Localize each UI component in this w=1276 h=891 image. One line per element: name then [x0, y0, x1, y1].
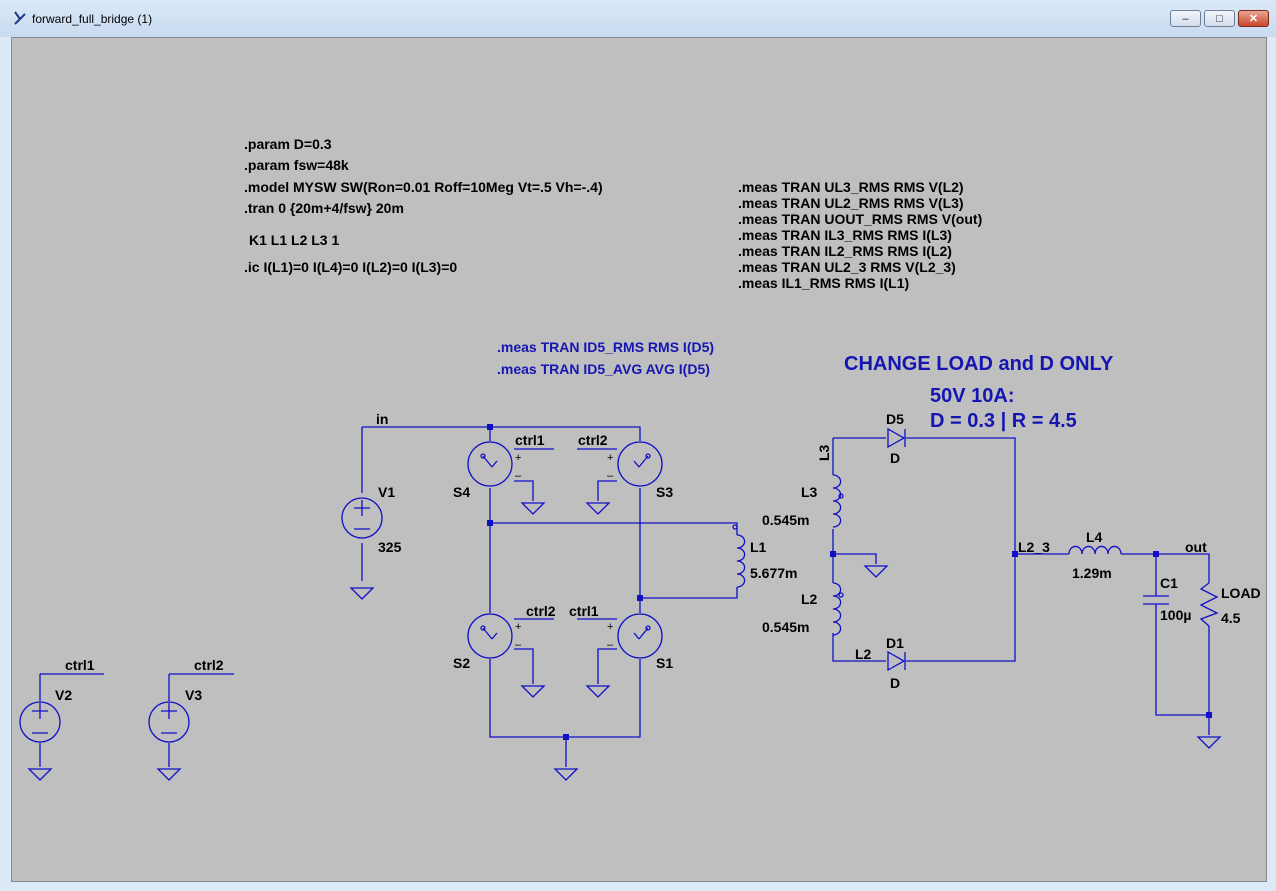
net-label-in: in: [376, 411, 388, 427]
plus-marker: +: [607, 621, 613, 633]
schematic-drawing[interactable]: .param D=0.3 .param fsw=48k .model MYSW …: [12, 38, 1266, 881]
close-icon: ✕: [1248, 13, 1259, 25]
minimize-icon: –: [1182, 12, 1189, 25]
tran-directive[interactable]: .tran 0 {20m+4/fsw} 20m: [244, 200, 404, 216]
plus-marker: +: [607, 452, 613, 464]
inductor-l3-icon[interactable]: [832, 474, 844, 528]
meas-blue-directive[interactable]: .meas TRAN ID5_RMS RMS I(D5): [497, 339, 714, 355]
v1-label: V1: [378, 484, 395, 500]
l1-value: 5.677m: [750, 565, 797, 581]
v1-value: 325: [378, 539, 402, 555]
switch-s3-icon[interactable]: [617, 441, 663, 487]
change-note[interactable]: CHANGE LOAD and D ONLY: [844, 353, 1114, 375]
s3-label: S3: [656, 484, 673, 500]
l3-value: 0.545m: [762, 512, 809, 528]
net-label-l2: L2: [855, 646, 872, 662]
meas-directive[interactable]: .meas TRAN UOUT_RMS RMS V(out): [738, 211, 982, 227]
d1-label: D1: [886, 635, 904, 651]
minus-marker: –: [515, 470, 522, 482]
net-label-ctrl1: ctrl1: [515, 432, 545, 448]
s1-label: S1: [656, 655, 673, 671]
v3-source-icon[interactable]: [148, 701, 190, 743]
meas-blue-directive[interactable]: .meas TRAN ID5_AVG AVG I(D5): [497, 361, 710, 377]
v3-label: V3: [185, 687, 202, 703]
load-value: 4.5: [1221, 610, 1241, 626]
meas-directive[interactable]: .meas TRAN IL2_RMS RMS I(L2): [738, 243, 952, 259]
meas-directive[interactable]: .meas IL1_RMS RMS I(L1): [738, 275, 909, 291]
v1-source-icon[interactable]: [341, 497, 383, 539]
net-label-l3: L3: [816, 444, 832, 461]
title-bar[interactable]: forward_full_bridge (1) – □ ✕: [0, 0, 1276, 37]
meas-directive[interactable]: .meas TRAN UL3_RMS RMS V(L2): [738, 179, 964, 195]
minus-marker: –: [515, 639, 522, 651]
switch-s2-icon[interactable]: [467, 613, 513, 659]
v2-source-icon[interactable]: [19, 701, 61, 743]
c1-label: C1: [1160, 575, 1178, 591]
s2-label: S2: [453, 655, 470, 671]
c1-value: 100µ: [1160, 607, 1191, 623]
plus-marker: +: [515, 621, 521, 633]
ltspice-app-icon: [14, 11, 26, 25]
diode-d1-icon[interactable]: [887, 650, 906, 672]
d5-label: D5: [886, 411, 904, 427]
coupling-directive[interactable]: K1 L1 L2 L3 1: [249, 232, 339, 248]
maximize-button[interactable]: □: [1204, 10, 1235, 27]
values-note[interactable]: D = 0.3 | R = 4.5: [930, 410, 1077, 432]
net-label-ctrl1: ctrl1: [65, 657, 95, 673]
resistor-load-icon[interactable]: [1199, 582, 1219, 627]
maximize-icon: □: [1216, 12, 1223, 25]
wires: [39, 426, 1210, 767]
close-button[interactable]: ✕: [1238, 10, 1269, 27]
minus-marker: –: [607, 470, 614, 482]
inductor-l1-icon[interactable]: [732, 524, 746, 588]
d1-model: D: [890, 675, 900, 691]
net-label-ctrl2: ctrl2: [526, 603, 556, 619]
l4-value: 1.29m: [1072, 565, 1112, 581]
meas-directive[interactable]: .meas TRAN UL2_3 RMS V(L2_3): [738, 259, 956, 275]
plus-marker: +: [515, 452, 521, 464]
ic-directive[interactable]: .ic I(L1)=0 I(L4)=0 I(L2)=0 I(L3)=0: [244, 259, 457, 275]
param-fsw-directive[interactable]: .param fsw=48k: [244, 157, 349, 173]
spec-note[interactable]: 50V 10A:: [930, 385, 1015, 407]
l2-label: L2: [801, 591, 818, 607]
net-label-l2-3: L2_3: [1018, 539, 1050, 555]
schematic-canvas[interactable]: .param D=0.3 .param fsw=48k .model MYSW …: [11, 37, 1267, 882]
switch-s1-icon[interactable]: [617, 613, 663, 659]
d5-model: D: [890, 450, 900, 466]
switch-s4-icon[interactable]: [467, 441, 513, 487]
net-label-out: out: [1185, 539, 1207, 555]
v2-label: V2: [55, 687, 72, 703]
net-label-ctrl1: ctrl1: [569, 603, 599, 619]
s4-label: S4: [453, 484, 470, 500]
inductor-l4-icon[interactable]: [1068, 545, 1122, 555]
model-directive[interactable]: .model MYSW SW(Ron=0.01 Roff=10Meg Vt=.5…: [244, 179, 603, 195]
load-label: LOAD: [1221, 585, 1261, 601]
net-label-ctrl2: ctrl2: [578, 432, 608, 448]
meas-directive[interactable]: .meas TRAN IL3_RMS RMS I(L3): [738, 227, 952, 243]
window-title: forward_full_bridge (1): [32, 12, 153, 26]
minimize-button[interactable]: –: [1170, 10, 1201, 27]
minus-marker: –: [607, 639, 614, 651]
junctions: [487, 424, 1212, 740]
diode-d5-icon[interactable]: [887, 427, 906, 449]
l2-value: 0.545m: [762, 619, 809, 635]
meas-directive[interactable]: .meas TRAN UL2_RMS RMS V(L3): [738, 195, 964, 211]
l4-label: L4: [1086, 529, 1103, 545]
l3-label: L3: [801, 484, 818, 500]
l1-label: L1: [750, 539, 767, 555]
capacitor-c1-icon[interactable]: [1143, 595, 1169, 605]
net-label-ctrl2: ctrl2: [194, 657, 224, 673]
param-d-directive[interactable]: .param D=0.3: [244, 136, 332, 152]
inductor-l2-icon[interactable]: [832, 582, 844, 636]
